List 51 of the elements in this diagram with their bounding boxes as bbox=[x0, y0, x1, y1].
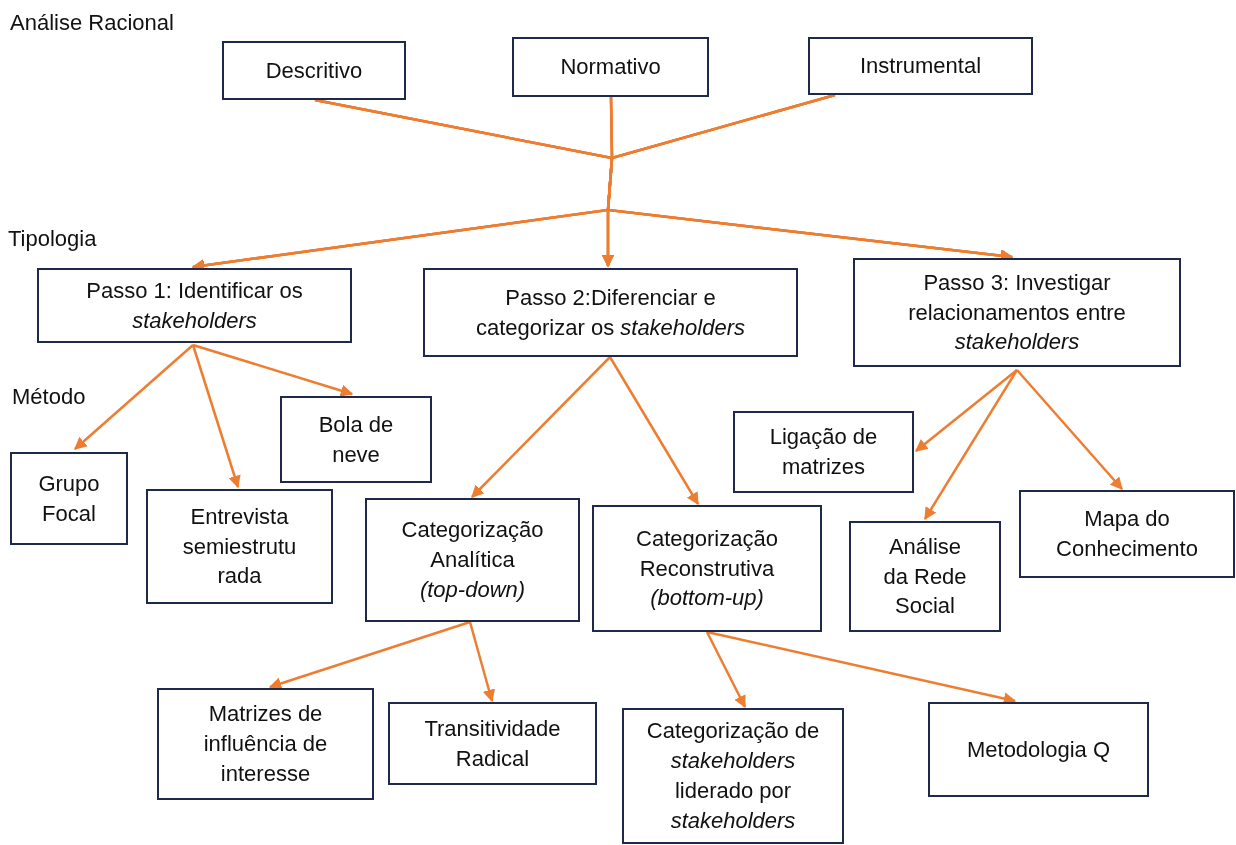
section-label: Análise Racional bbox=[10, 10, 174, 36]
box-text: Metodologia Q bbox=[966, 735, 1111, 764]
process-box bbox=[280, 396, 432, 483]
box-text: Transitividade Radical bbox=[423, 714, 562, 773]
box-text: Descritivo bbox=[265, 56, 363, 85]
box-text: Passo 1: Identificar os stakeholders bbox=[85, 276, 304, 335]
box-text: Matrizes de influência de interesse bbox=[202, 700, 329, 788]
box-text: Análise da Rede Social bbox=[882, 532, 968, 621]
box-text: Passo 2:Diferenciar e categorizar os stakeholders bbox=[474, 283, 746, 342]
process-box bbox=[512, 37, 709, 97]
box-text: Categorização de stakeholders liderado por stakeholders bbox=[645, 717, 821, 835]
process-box bbox=[849, 521, 1001, 632]
section-label: Método bbox=[12, 384, 86, 410]
arrow bbox=[471, 356, 611, 498]
process-box bbox=[733, 411, 914, 493]
process-box bbox=[146, 489, 333, 604]
box-text: Instrumental bbox=[859, 52, 982, 81]
process-box bbox=[1019, 490, 1235, 578]
process-box bbox=[222, 41, 406, 100]
arrow bbox=[268, 620, 471, 690]
box-text: Bola de neve bbox=[317, 410, 395, 469]
arrow bbox=[706, 630, 1017, 705]
box-text: Categorização Analítica (top-down) bbox=[400, 516, 545, 604]
process-box bbox=[365, 498, 580, 622]
process-box bbox=[423, 268, 798, 357]
arrow bbox=[1016, 369, 1123, 490]
process-box bbox=[928, 702, 1149, 797]
box-text: Categorização Reconstrutiva (bottom-up) bbox=[635, 524, 779, 613]
arrow bbox=[923, 369, 1019, 521]
box-text: Entrevista semiestrutu rada bbox=[181, 502, 298, 591]
process-box bbox=[157, 688, 374, 800]
box-text: Ligação de matrizes bbox=[768, 423, 879, 481]
process-box bbox=[592, 505, 822, 632]
arrow bbox=[608, 356, 700, 506]
section-label: Tipologia bbox=[8, 226, 97, 252]
arrow bbox=[74, 344, 194, 450]
arrow bbox=[705, 631, 747, 709]
box-text: Mapa do Conhecimento bbox=[1055, 505, 1199, 563]
process-box bbox=[853, 258, 1181, 367]
arrow bbox=[915, 369, 1018, 452]
box-text: Grupo Focal bbox=[37, 469, 101, 528]
box-text: Passo 3: Investigar relacionamentos entre stakeholders bbox=[907, 268, 1127, 357]
process-box bbox=[808, 37, 1033, 95]
process-box bbox=[622, 708, 844, 844]
arrow bbox=[192, 343, 354, 397]
process-box bbox=[388, 702, 597, 785]
process-box bbox=[37, 268, 352, 343]
arrow bbox=[191, 344, 241, 489]
arrow bbox=[468, 621, 495, 703]
process-box bbox=[10, 452, 128, 545]
box-text: Normativo bbox=[560, 53, 661, 82]
